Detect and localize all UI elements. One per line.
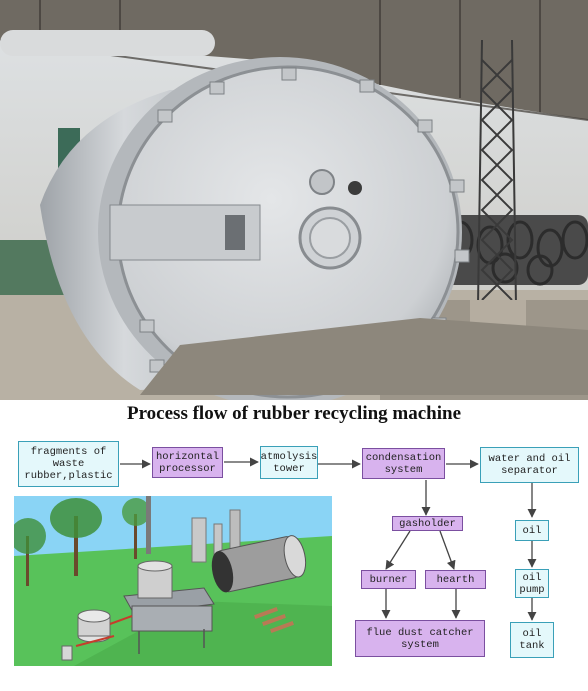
node-oil-tank: oil tank (510, 622, 554, 658)
node-condensation-system: condensation system (362, 448, 445, 479)
node-flue-dust-catcher: flue dust catcher system (355, 620, 485, 657)
node-hearth: hearth (425, 570, 486, 589)
arrow-gasholder-burner (385, 530, 411, 570)
reactor-photo (0, 0, 588, 400)
node-gasholder: gasholder (392, 516, 463, 531)
node-oil: oil (515, 520, 549, 541)
node-burner: burner (361, 570, 416, 589)
node-horizontal-processor: horizontal processor (152, 447, 223, 478)
plant-3d-illustration (14, 496, 332, 666)
node-oil-pump: oil pump (515, 569, 549, 598)
arrow-gasholder-hearth (439, 530, 456, 570)
node-atmolysis-tower: atmolysis tower (260, 446, 318, 479)
node-water-oil-separator: water and oil separator (480, 447, 579, 483)
node-fragments: fragments of waste rubber,plastic (18, 441, 119, 487)
page-title: Process flow of rubber recycling machine (126, 403, 462, 424)
